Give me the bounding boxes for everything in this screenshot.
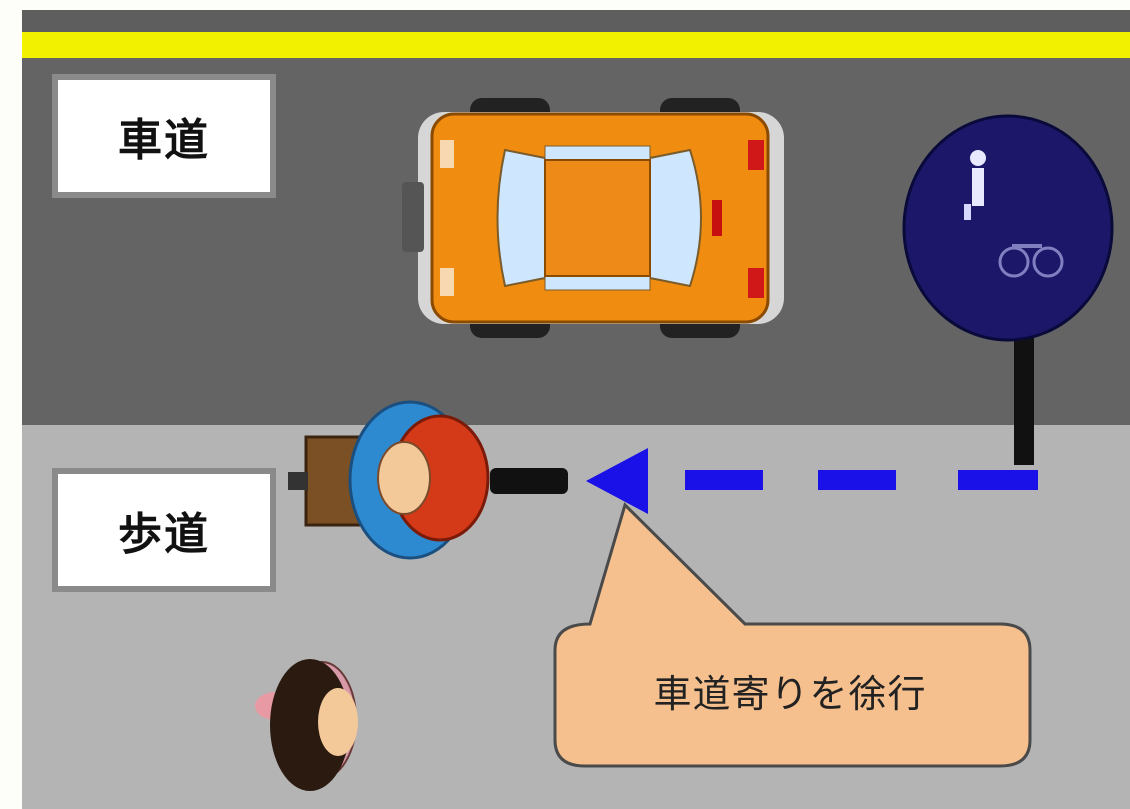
sidewalk-label-text: 歩道 [118, 509, 210, 560]
roadway-label-text: 車道 [118, 115, 210, 166]
bicycle-pedestrian-sign-icon [902, 114, 1114, 465]
car-icon [402, 98, 784, 338]
roadway-label: 車道 [52, 74, 276, 198]
pedestrian-icon [255, 659, 358, 791]
dashed-arrow-left-icon [586, 448, 1038, 514]
callout-bubble [553, 502, 1032, 768]
center-line [22, 32, 1130, 58]
sidewalk-label: 歩道 [52, 468, 276, 592]
top-edge [22, 10, 1130, 32]
callout-text: 車道寄りを徐行 [653, 671, 927, 716]
cyclist-icon [288, 400, 568, 560]
